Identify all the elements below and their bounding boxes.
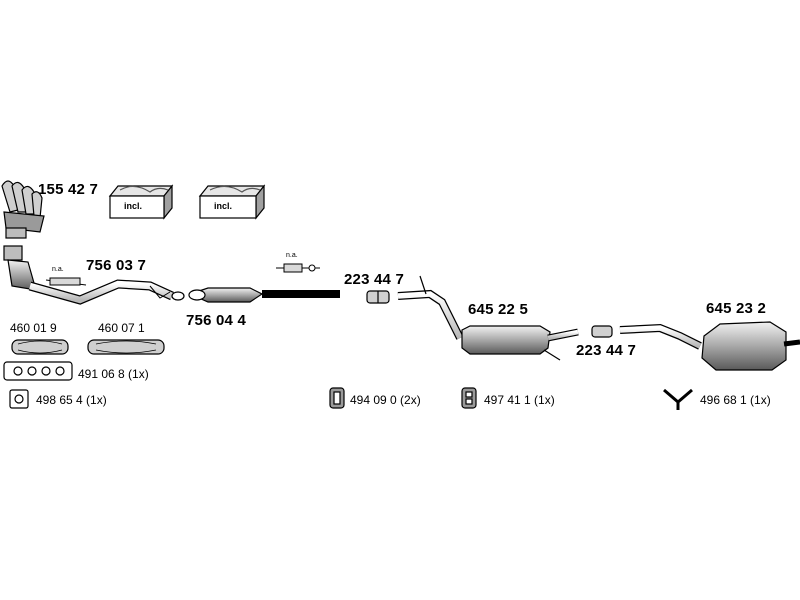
incl-box-2 xyxy=(198,184,266,220)
manifold-label: 155 42 7 xyxy=(38,181,98,198)
gasket-b-label: 460 07 1 xyxy=(98,321,145,335)
clamp-b-label: 223 44 7 xyxy=(576,342,636,359)
manifold-part[interactable] xyxy=(1,180,45,239)
gasket-b-part[interactable] xyxy=(87,339,165,355)
rubber-mount-b-label: 497 41 1 (1x) xyxy=(484,393,555,407)
gasket-a-label: 460 01 9 xyxy=(10,321,57,335)
catalyst-part[interactable] xyxy=(188,287,340,303)
hanger-label: 496 68 1 (1x) xyxy=(700,393,771,407)
gasket-a-part[interactable] xyxy=(11,339,69,355)
rubber-mount-a-part[interactable] xyxy=(329,387,345,409)
o2-sensor-2 xyxy=(276,263,320,273)
middle-silencer-part[interactable] xyxy=(397,275,579,361)
flange-gasket-label: 498 65 4 (1x) xyxy=(36,393,107,407)
o2-sensor-1 xyxy=(45,277,87,286)
na-note-1: n.a. xyxy=(52,266,64,273)
middle-silencer-label: 645 22 5 xyxy=(468,301,528,318)
front-pipe-part[interactable] xyxy=(3,245,185,305)
clamp-b-part[interactable] xyxy=(591,325,613,338)
front-pipe-label: 756 03 7 xyxy=(86,257,146,274)
incl-note-1: incl. xyxy=(124,201,143,211)
rear-silencer-part[interactable] xyxy=(619,321,800,371)
flange-gasket-part[interactable] xyxy=(9,389,29,409)
incl-box-1 xyxy=(108,184,174,220)
clamp-a-part[interactable] xyxy=(366,290,390,304)
manifold-gasket-label: 491 06 8 (1x) xyxy=(78,367,149,381)
manifold-gasket-part[interactable] xyxy=(3,361,73,381)
hanger-part[interactable] xyxy=(663,388,693,410)
clamp-a-label: 223 44 7 xyxy=(344,271,404,288)
rear-silencer-label: 645 23 2 xyxy=(706,300,766,317)
rubber-mount-b-part[interactable] xyxy=(461,387,477,409)
na-note-2: n.a. xyxy=(286,252,298,259)
incl-note-2: incl. xyxy=(214,201,233,211)
rubber-mount-a-label: 494 09 0 (2x) xyxy=(350,393,421,407)
catalyst-label: 756 04 4 xyxy=(186,312,246,329)
